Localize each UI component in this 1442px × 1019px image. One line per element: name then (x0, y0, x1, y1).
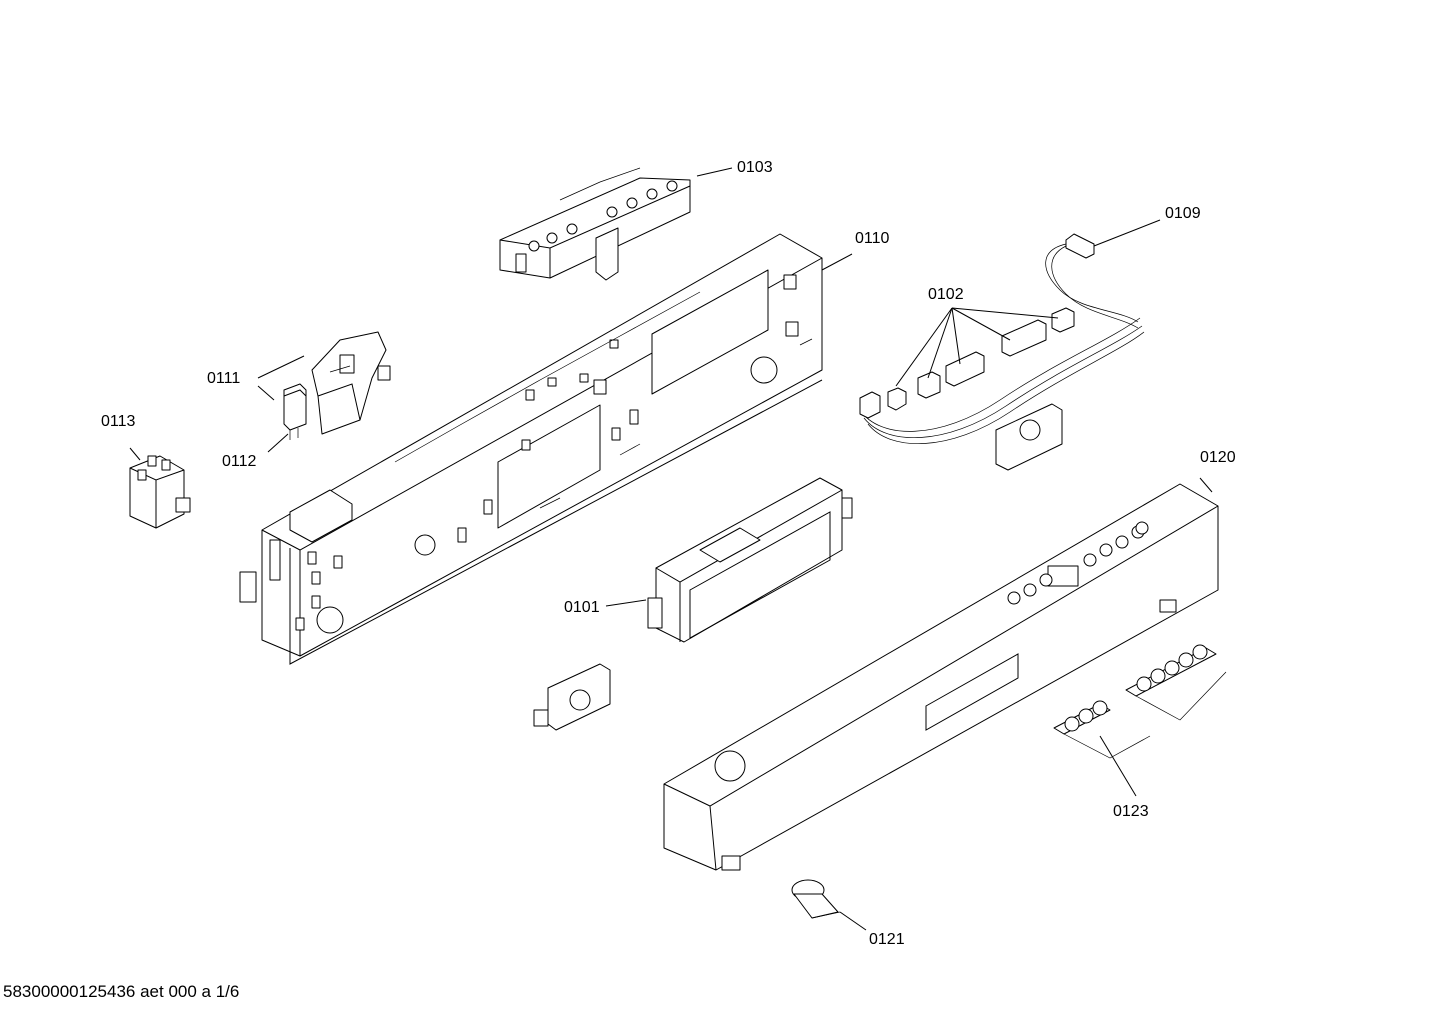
part-clip-left (533, 663, 611, 731)
part-0120-fascia (663, 483, 1219, 871)
label-0112: 0112 (222, 453, 257, 470)
label-0111: 0111 (207, 370, 241, 387)
part-0121-knob (791, 879, 841, 919)
label-0120: 0120 (1200, 449, 1236, 466)
label-0110: 0110 (855, 230, 890, 247)
part-0103-connector-strip (499, 167, 691, 281)
label-0102: 0102 (928, 286, 964, 303)
label-0113: 0113 (101, 413, 136, 430)
label-0101: 0101 (564, 599, 600, 616)
label-0123: 0123 (1113, 803, 1149, 820)
part-0109-lead (1045, 233, 1139, 329)
label-0103: 0103 (737, 159, 773, 176)
drawing-reference-number: 58300000125436 aet 000 a 1/6 (3, 982, 240, 1001)
part-0101-display-module (647, 477, 853, 643)
part-0110-frame (239, 233, 823, 665)
part-0123-button-strips (1053, 644, 1227, 759)
leader-lines (129, 167, 1213, 931)
part-0102-harness (859, 307, 1145, 471)
part-0113-relay (129, 455, 191, 529)
part-0112-suppressor (283, 383, 307, 440)
label-0109: 0109 (1165, 205, 1201, 222)
part-0111-switch (311, 331, 391, 435)
label-0121: 0121 (869, 931, 905, 948)
